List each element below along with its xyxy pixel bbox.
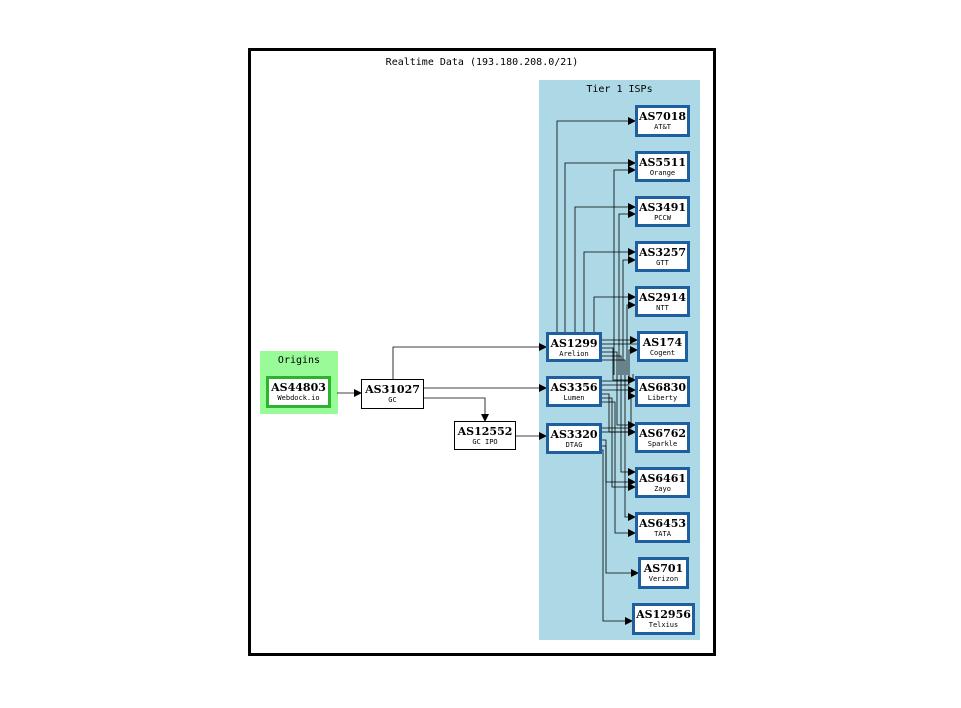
node-org: GC IPO — [472, 438, 498, 446]
node-asn: AS5511 — [638, 156, 687, 169]
node-asn: AS6453 — [638, 517, 687, 530]
node-as3257[interactable]: AS3257 GTT — [635, 241, 690, 272]
node-org: GC — [388, 396, 397, 404]
node-as6830[interactable]: AS6830 Liberty — [635, 376, 690, 407]
node-org: PCCW — [654, 214, 671, 222]
node-asn: AS174 — [642, 336, 683, 349]
node-asn: AS3320 — [550, 428, 598, 441]
node-org: AT&T — [654, 123, 671, 131]
node-asn: AS12956 — [636, 608, 691, 621]
node-org: Cogent — [649, 349, 676, 357]
node-as5511[interactable]: AS5511 Orange — [635, 151, 690, 182]
node-as1299[interactable]: AS1299 Arelion — [546, 332, 602, 362]
node-asn: AS7018 — [638, 110, 687, 123]
node-org: Orange — [649, 169, 676, 177]
node-org: GTT — [656, 259, 669, 267]
cluster-origins-label: Origins — [277, 355, 321, 366]
node-as12552[interactable]: AS12552 GC IPO — [454, 421, 516, 450]
node-org: Lumen — [563, 394, 585, 402]
node-asn: AS12552 — [457, 425, 513, 438]
node-as174[interactable]: AS174 Cogent — [637, 331, 688, 362]
cluster-tier1-label: Tier 1 ISPs — [586, 84, 653, 95]
node-as7018[interactable]: AS7018 AT&T — [635, 105, 690, 137]
node-as6762[interactable]: AS6762 Sparkle — [635, 422, 690, 453]
node-as3491[interactable]: AS3491 PCCW — [635, 196, 690, 227]
node-asn: AS2914 — [638, 291, 687, 304]
node-as701[interactable]: AS701 Verizon — [638, 557, 689, 589]
node-asn: AS6461 — [638, 472, 687, 485]
node-org: NTT — [656, 304, 669, 312]
node-org: Liberty — [647, 394, 678, 402]
node-as2914[interactable]: AS2914 NTT — [635, 286, 690, 317]
node-as3320[interactable]: AS3320 DTAG — [546, 423, 602, 454]
diagram-title: Realtime Data (193.180.208.0/21) — [385, 57, 579, 68]
node-asn: AS701 — [643, 562, 684, 575]
node-asn: AS3257 — [638, 246, 687, 259]
node-asn: AS6762 — [638, 427, 687, 440]
node-asn: AS3356 — [550, 381, 598, 394]
node-as6453[interactable]: AS6453 TATA — [635, 512, 690, 543]
node-as31027[interactable]: AS31027 GC — [361, 379, 424, 409]
node-org: DTAG — [565, 441, 583, 449]
node-asn: AS31027 — [365, 383, 420, 396]
node-as44803[interactable]: AS44803 Webdock.io — [266, 376, 331, 408]
node-as6461[interactable]: AS6461 Zayo — [635, 467, 690, 498]
node-org: Webdock.io — [277, 394, 320, 402]
node-asn: AS3491 — [638, 201, 687, 214]
node-org: Arelion — [559, 350, 589, 358]
node-as3356[interactable]: AS3356 Lumen — [546, 376, 602, 407]
node-org: Zayo — [654, 485, 671, 493]
node-asn: AS1299 — [550, 337, 598, 350]
node-org: Verizon — [648, 575, 679, 583]
node-asn: AS6830 — [638, 381, 687, 394]
node-org: TATA — [654, 530, 671, 538]
node-org: Telxius — [648, 621, 679, 629]
node-asn: AS44803 — [271, 381, 326, 394]
node-org: Sparkle — [647, 440, 678, 448]
node-as12956[interactable]: AS12956 Telxius — [632, 603, 695, 635]
